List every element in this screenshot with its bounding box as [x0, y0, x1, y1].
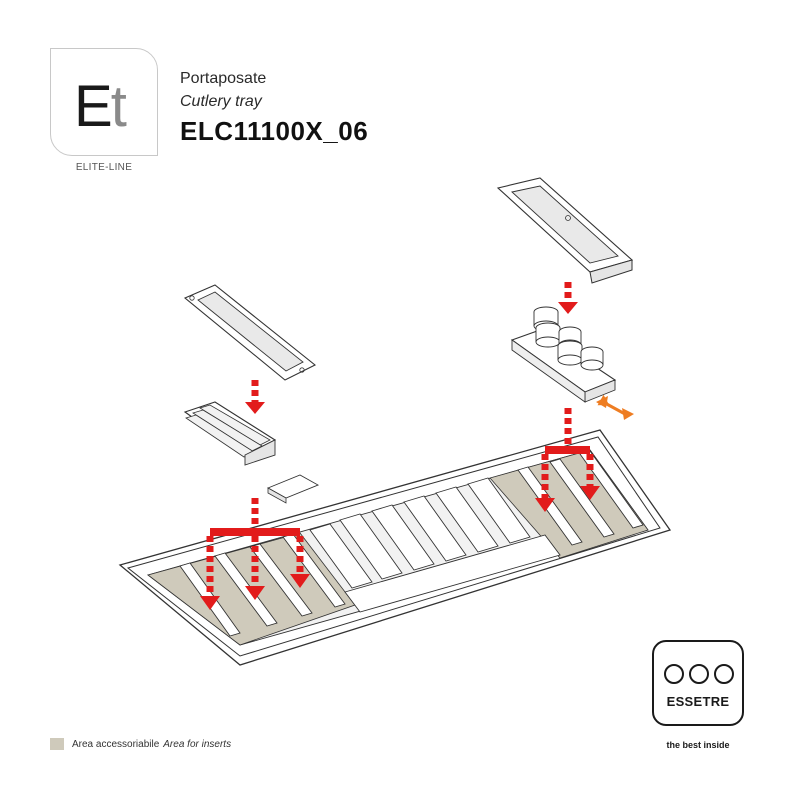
circle-icon: [689, 664, 709, 684]
elite-line-logo: Et: [74, 78, 127, 136]
red-arrowheads: [200, 302, 600, 610]
brand-tagline: the best inside: [666, 740, 730, 750]
brand-circles: [664, 664, 734, 684]
legend: Area accessoriabile Area for inserts: [50, 738, 231, 750]
left-knife-block-insert: [183, 401, 320, 504]
right-lid-insert: [496, 177, 634, 284]
left-lid-insert: [183, 284, 317, 381]
product-code: ELC11100X_06: [180, 116, 369, 146]
orange-adjust-arrow: [596, 394, 634, 420]
essetre-logo: ESSETRE: [652, 640, 744, 726]
legend-label-en: Area for inserts: [163, 738, 232, 750]
title-english: Cutlery tray: [180, 93, 262, 110]
circle-icon: [714, 664, 734, 684]
main-tray: [118, 429, 672, 666]
right-spice-holder-insert: [510, 306, 617, 403]
legend-label-it: Area accessoriabile: [72, 738, 160, 750]
elite-line-logo-frame: [50, 48, 158, 156]
circle-icon: [664, 664, 684, 684]
logo-caption: ELITE-LINE: [75, 162, 133, 173]
title-italian: Portaposate: [180, 70, 267, 87]
brand-name: ESSETRE: [666, 694, 730, 709]
spice-jars: [533, 306, 604, 371]
red-assembly-arrows: [206, 282, 594, 598]
logo-letter-t: t: [110, 74, 127, 139]
logo-letter-e: E: [74, 74, 113, 139]
legend-swatch: [50, 738, 64, 750]
